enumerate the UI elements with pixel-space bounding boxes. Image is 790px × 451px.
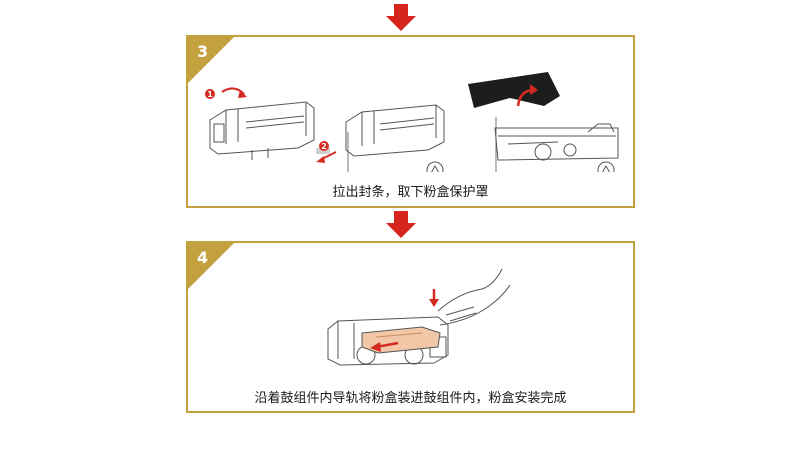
down-arrow-icon xyxy=(386,211,416,238)
step-3-panel: 3 xyxy=(186,35,635,208)
step-3-caption: 拉出封条，取下粉盒保护罩 xyxy=(332,185,489,200)
step-number: 3 xyxy=(197,42,209,61)
step-marker-2: 2 xyxy=(319,141,329,151)
recycle-icon xyxy=(597,161,615,172)
down-arrow-icon xyxy=(386,4,416,31)
insert-cartridge-illustration xyxy=(327,268,511,366)
toner-cartridge-drawing xyxy=(209,101,315,160)
svg-text:1: 1 xyxy=(207,90,213,99)
hand-drawing xyxy=(437,268,511,326)
seal-strip xyxy=(316,148,330,154)
svg-text:2: 2 xyxy=(321,142,327,151)
drum-unit-drawing xyxy=(327,316,449,366)
remove-seal-and-cover-illustration: 1 2 xyxy=(205,72,619,172)
step-4-caption: 沿着鼓组件内导轨将粉盒装进鼓组件内，粉盒安装完成 xyxy=(254,391,567,406)
step-marker-1: 1 xyxy=(205,89,215,99)
recycle-icon xyxy=(426,161,444,172)
drum-unit-drawing xyxy=(494,117,619,172)
step-number-badge xyxy=(188,37,234,83)
toner-cartridge-drawing xyxy=(345,104,445,172)
step-4-panel: 4 沿着鼓组件内导轨将粉盒装进鼓组件内，粉盒安装完成 xyxy=(186,241,635,413)
step-number-badge xyxy=(188,243,234,289)
protective-cover-shape xyxy=(468,72,560,108)
step-number: 4 xyxy=(197,248,209,267)
